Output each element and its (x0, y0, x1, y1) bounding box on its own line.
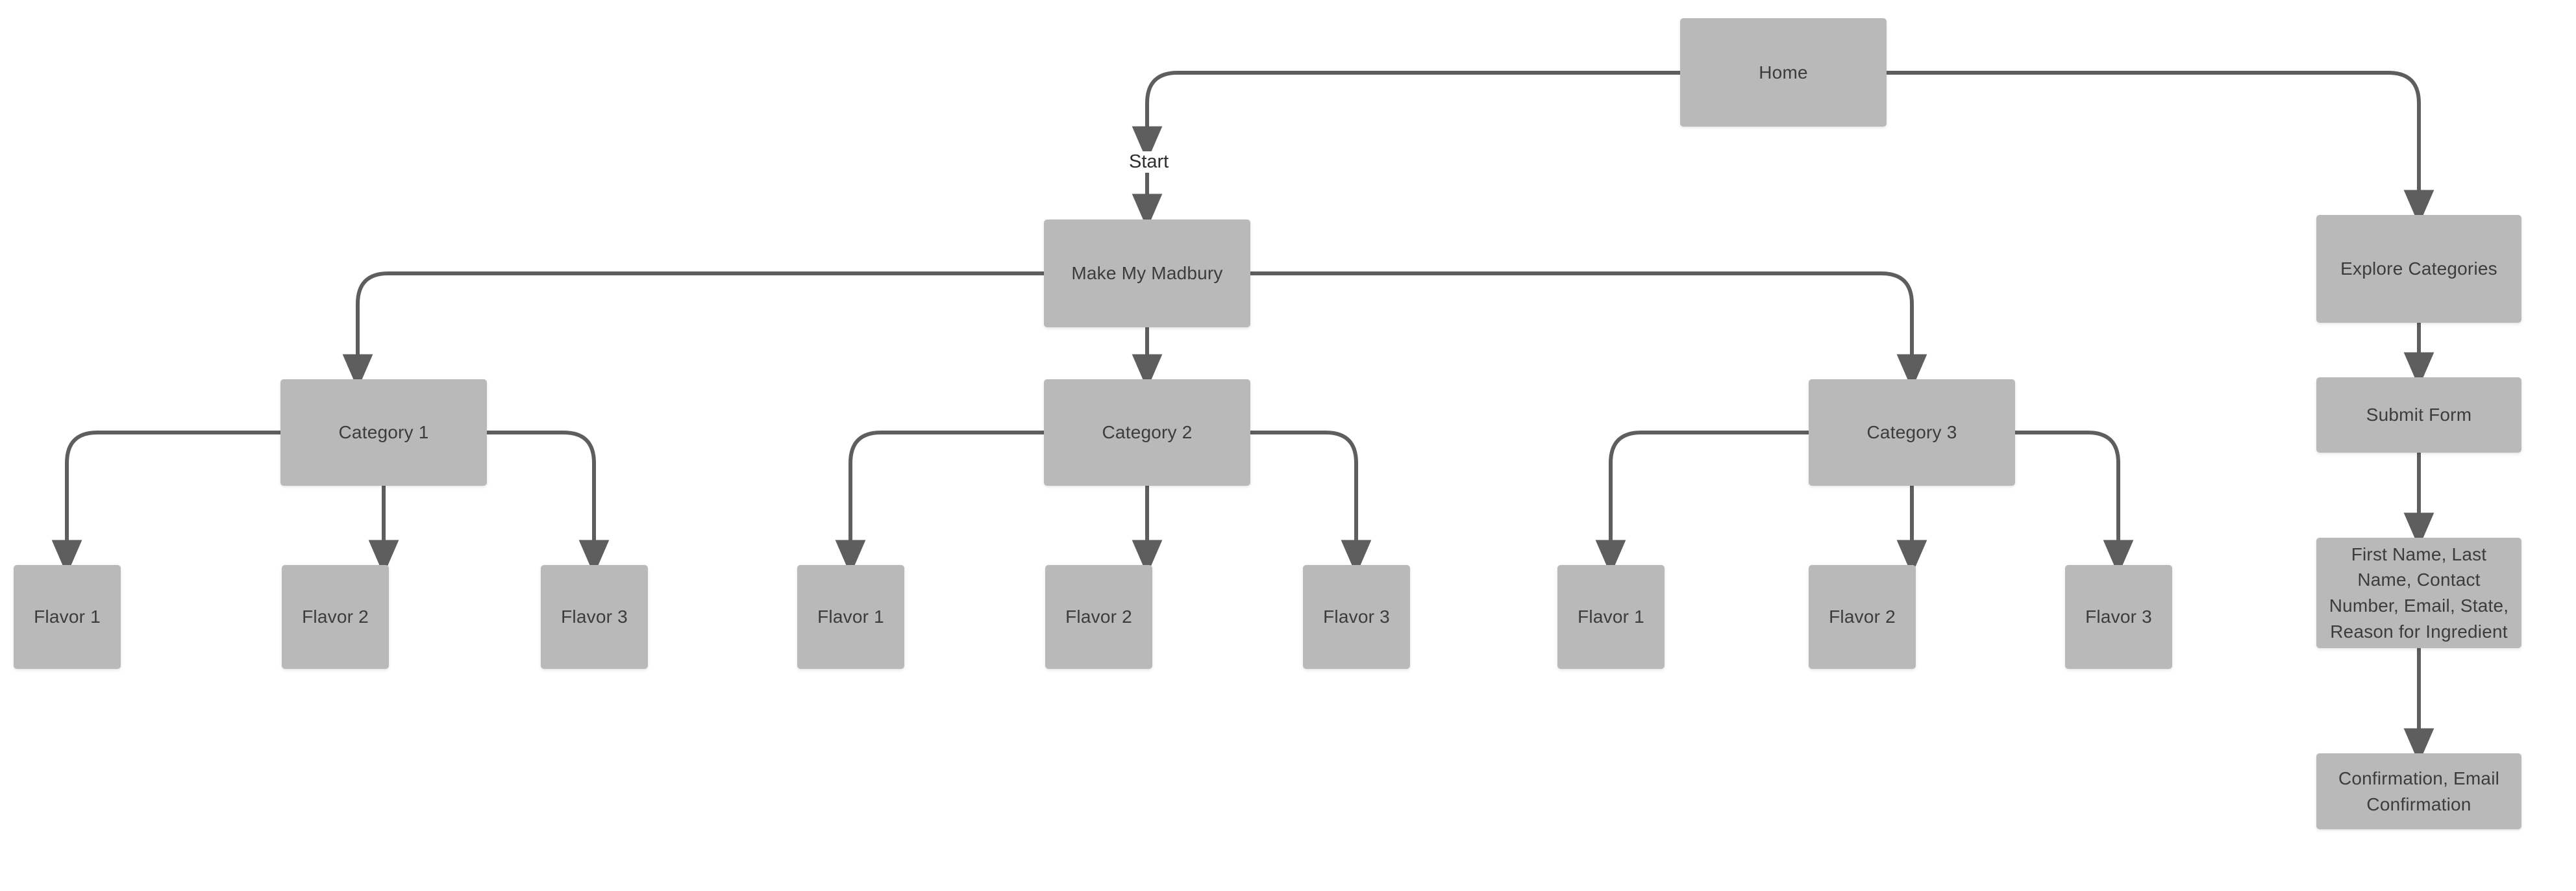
node-c3f3[interactable]: Flavor 3 (2065, 565, 2172, 669)
node-cat1[interactable]: Category 1 (280, 379, 487, 486)
connector-cat3-to-c3f1 (1595, 431, 1809, 575)
node-c2f3[interactable]: Flavor 3 (1303, 565, 1410, 669)
connector-home-to-explore (1887, 71, 2434, 225)
node-formfields[interactable]: First Name, Last Name, Contact Number, E… (2316, 538, 2521, 648)
node-c3f2[interactable]: Flavor 2 (1809, 565, 1916, 669)
node-explore[interactable]: Explore Categories (2316, 215, 2521, 323)
node-c1f3[interactable]: Flavor 3 (541, 565, 648, 669)
node-madbury[interactable]: Make My Madbury (1044, 220, 1250, 327)
connector-home-to-madbury (1132, 71, 1680, 162)
node-home[interactable]: Home (1680, 18, 1887, 127)
node-c2f2[interactable]: Flavor 2 (1045, 565, 1152, 669)
node-confirmation[interactable]: Confirmation, Email Confirmation (2316, 753, 2521, 829)
connector-madbury-to-cat1 (342, 271, 1044, 390)
node-c3f1[interactable]: Flavor 1 (1557, 565, 1665, 669)
connector-cat1-to-c1f3 (487, 431, 610, 575)
connector-madbury-to-cat3 (1250, 271, 1927, 390)
connector-cat3-to-c3f3 (2015, 431, 2134, 575)
node-c1f1[interactable]: Flavor 1 (14, 565, 121, 669)
node-cat2[interactable]: Category 2 (1044, 379, 1250, 486)
connector-cat1-to-c1f1 (51, 431, 280, 575)
node-c1f2[interactable]: Flavor 2 (282, 565, 389, 669)
edge-label-home-to-madbury: Start (1125, 151, 1173, 173)
node-c2f1[interactable]: Flavor 1 (797, 565, 904, 669)
node-submit[interactable]: Submit Form (2316, 377, 2521, 453)
edge-paths-group (51, 71, 2434, 764)
node-cat3[interactable]: Category 3 (1809, 379, 2015, 486)
connector-cat2-to-c2f1 (835, 431, 1044, 575)
connector-cat2-to-c2f3 (1250, 431, 1372, 575)
